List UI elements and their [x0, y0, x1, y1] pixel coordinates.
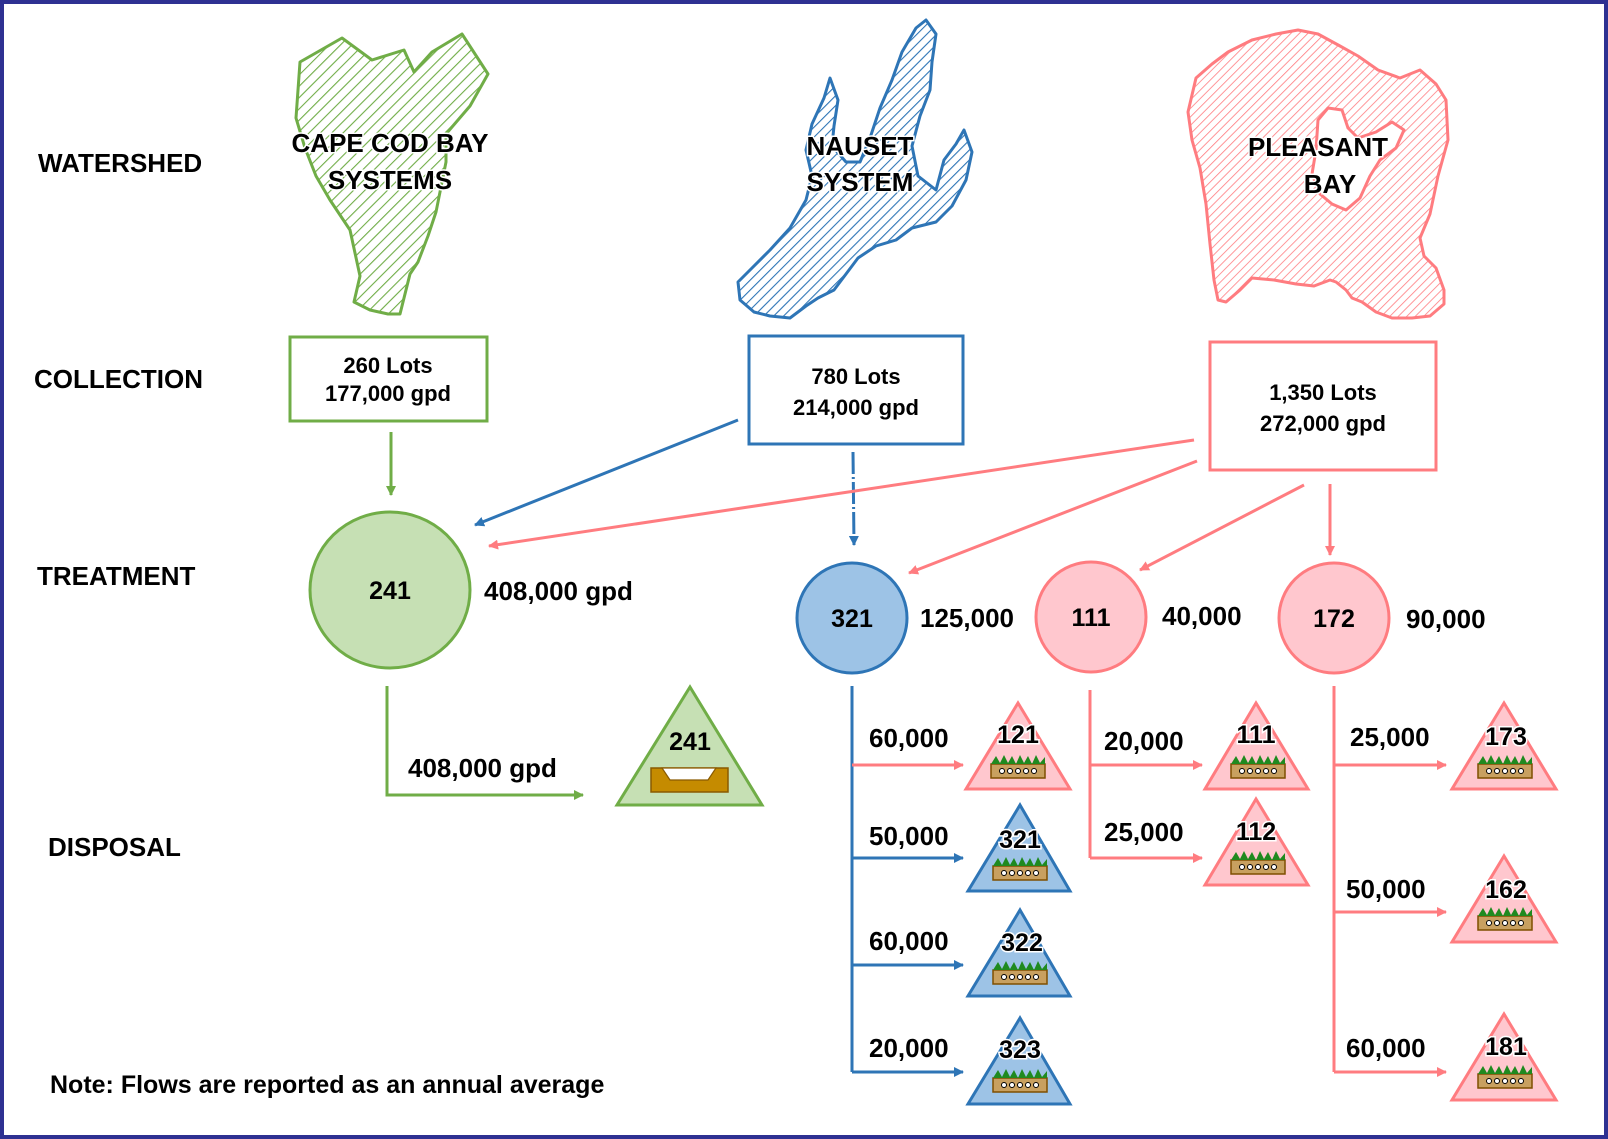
cape-cod-collection-flow: 177,000 gpd: [325, 381, 451, 406]
treatment-321-flow: 125,000: [920, 603, 1014, 633]
disposal-162-site: 162: [1449, 853, 1559, 944]
treatment-172-node: 172: [1277, 561, 1391, 675]
disposal-173-flow: 25,000: [1350, 722, 1430, 752]
disposal-323-flow: 20,000: [869, 1033, 949, 1063]
disposal-181-flow: 60,000: [1346, 1033, 1426, 1063]
disposal-112-flow: 25,000: [1104, 817, 1184, 847]
treatment-111-label: 111: [1072, 604, 1111, 632]
cape-cod-lots: 260 Lots: [343, 353, 432, 378]
disposal-323-label: 323: [999, 1036, 1041, 1064]
disposal-322-site: 322: [965, 907, 1073, 998]
nauset-lots: 780 Lots: [811, 364, 900, 389]
disposal-173-label: 173: [1485, 723, 1527, 751]
disposal-111-label: 111: [1237, 721, 1276, 749]
treatment-321-label: 321: [831, 605, 873, 633]
treatment-172-label: 172: [1313, 605, 1355, 633]
row-label-treatment: TREATMENT: [37, 561, 196, 591]
treatment-111-node: 111: [1034, 560, 1148, 674]
treatment-111-flow: 40,000: [1162, 601, 1242, 631]
row-label-watershed: WATERSHED: [38, 148, 202, 178]
flow-line-241-to-disposal-241: [385, 686, 584, 800]
flow-arrow-nauset-to-241: [474, 418, 739, 527]
cape-cod-collection-box: 260 Lots 177,000 gpd: [288, 335, 489, 423]
flow-arrow-pleasant-to-321: [908, 459, 1198, 575]
disposal-323-site: 323: [965, 1015, 1073, 1106]
cape-cod-bay-watershed-shape: [294, 32, 490, 316]
cape-cod-bay-title-line2: SYSTEMS: [328, 165, 452, 195]
disposal-121-site: 121: [963, 700, 1073, 791]
disposal-322-label: 322: [1001, 929, 1043, 957]
nauset-watershed-shape: [736, 18, 974, 320]
pleasant-bay-water-body: [1310, 106, 1406, 212]
nauset-title-line2: SYSTEM: [807, 167, 914, 197]
nauset-title-line1: NAUSET: [807, 131, 914, 161]
nauset-collection-flow: 214,000 gpd: [793, 395, 919, 420]
flow-arrow-pleasant-to-111: [1139, 483, 1305, 572]
pleasant-bay-title-line1: PLEASANT: [1248, 132, 1388, 162]
nauset-collection-box: 780 Lots 214,000 gpd: [747, 334, 965, 446]
disposal-181-label: 181: [1485, 1033, 1527, 1061]
row-label-collection: COLLECTION: [34, 364, 203, 394]
disposal-173-site: 173: [1449, 700, 1559, 791]
disposal-111-flow: 20,000: [1104, 726, 1184, 756]
flow-arrow-nauset-to-321: [848, 451, 859, 546]
disposal-162-flow: 50,000: [1346, 874, 1426, 904]
row-label-disposal: DISPOSAL: [48, 832, 181, 862]
disposal-321-flow: 50,000: [869, 821, 949, 851]
cape-cod-bay-title-line1: CAPE COD BAY: [292, 128, 489, 158]
disposal-241-site: 241: [614, 684, 765, 807]
pleasant-bay-lots: 1,350 Lots: [1269, 380, 1377, 405]
treatment-241-label: 241: [369, 577, 411, 605]
pleasant-bay-title-line2: BAY: [1304, 169, 1357, 199]
treatment-321-node: 321: [795, 561, 909, 675]
disposal-121-flow: 60,000: [869, 723, 949, 753]
disposal-241-flow: 408,000 gpd: [408, 753, 557, 783]
disposal-111-site: 111: [1202, 700, 1311, 791]
disposal-322-flow: 60,000: [869, 926, 949, 956]
infiltration-basin-icon: [650, 767, 729, 793]
disposal-181-site: 181: [1449, 1011, 1559, 1102]
disposal-241-label: 241: [669, 728, 711, 756]
treatment-241-flow: 408,000 gpd: [484, 576, 633, 606]
footnote: Note: Flows are reported as an annual av…: [50, 1071, 604, 1099]
pleasant-bay-collection-flow: 272,000 gpd: [1260, 411, 1386, 436]
disposal-121-label: 121: [997, 721, 1039, 749]
disposal-112-label: 112: [1236, 818, 1276, 846]
disposal-321-site: 321: [965, 802, 1073, 893]
disposal-321-label: 321: [999, 826, 1041, 854]
disposal-112-site: 112: [1202, 796, 1311, 887]
pleasant-bay-collection-box: 1,350 Lots 272,000 gpd: [1208, 340, 1438, 472]
flow-arrow-pleasant-to-241: [488, 438, 1195, 550]
treatment-172-flow: 90,000: [1406, 604, 1486, 634]
treatment-241-node: 241: [308, 510, 472, 670]
disposal-162-label: 162: [1485, 876, 1527, 904]
